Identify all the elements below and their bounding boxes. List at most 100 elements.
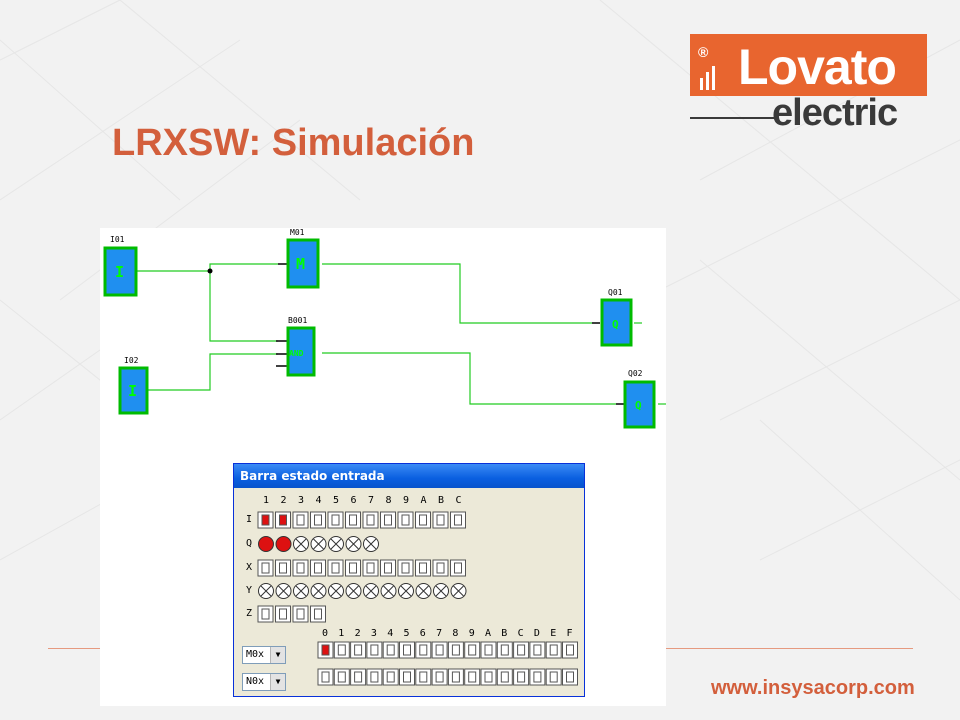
select-value: M0x xyxy=(246,649,265,660)
output-lamp xyxy=(450,583,467,599)
chevron-down-icon[interactable]: ▼ xyxy=(270,674,285,690)
input-switch[interactable] xyxy=(431,641,448,659)
block-body xyxy=(118,366,149,415)
input-switch[interactable] xyxy=(529,668,546,686)
input-switch-on[interactable] xyxy=(257,511,274,529)
input-switch[interactable] xyxy=(562,641,578,659)
logo-reg: ® xyxy=(698,44,709,60)
input-switch[interactable] xyxy=(257,559,274,577)
input-switch[interactable] xyxy=(431,668,448,686)
column-header: 8 xyxy=(385,495,392,506)
output-lamp xyxy=(328,536,344,552)
output-lamp xyxy=(310,536,327,552)
input-switch[interactable] xyxy=(382,668,399,686)
input-switch[interactable] xyxy=(366,641,383,659)
input-switch[interactable] xyxy=(362,559,379,577)
row-label: Z xyxy=(246,608,253,619)
input-switch[interactable] xyxy=(464,641,481,659)
output-lamp xyxy=(328,583,344,599)
divider-right xyxy=(585,648,913,649)
input-switch[interactable] xyxy=(397,511,414,529)
input-switch[interactable] xyxy=(257,605,274,623)
block-Q01[interactable]: Q01 Q xyxy=(600,288,633,347)
column-header: C xyxy=(517,628,524,639)
input-switch[interactable] xyxy=(292,559,309,577)
output-lamp xyxy=(398,583,414,599)
input-switch[interactable] xyxy=(415,641,432,659)
input-switch[interactable] xyxy=(380,559,396,577)
input-switch[interactable] xyxy=(480,668,497,686)
input-switch[interactable] xyxy=(562,668,578,686)
input-switch[interactable] xyxy=(399,641,415,659)
input-switch[interactable] xyxy=(450,559,466,577)
column-header: 8 xyxy=(452,628,459,639)
column-header: 3 xyxy=(370,628,377,639)
chevron-down-icon[interactable]: ▼ xyxy=(270,647,285,663)
output-lamp xyxy=(258,583,274,599)
input-switch[interactable] xyxy=(292,511,309,529)
input-switch[interactable] xyxy=(327,559,344,577)
input-switch[interactable] xyxy=(450,511,466,529)
column-header: A xyxy=(420,495,427,506)
select-value: N0x xyxy=(246,676,265,687)
block-Q02[interactable]: Q02 Q xyxy=(623,369,656,429)
input-switch[interactable] xyxy=(317,668,334,686)
input-switch[interactable] xyxy=(447,641,464,659)
output-lamp xyxy=(363,583,379,599)
input-switch-on[interactable] xyxy=(275,511,291,529)
input-switch[interactable] xyxy=(415,511,431,529)
block-M01[interactable]: M01 M xyxy=(286,228,320,289)
input-switch-on[interactable] xyxy=(317,641,334,659)
input-switch[interactable] xyxy=(382,641,399,659)
input-switch[interactable] xyxy=(513,641,530,659)
column-header: 9 xyxy=(468,628,475,639)
input-switch[interactable] xyxy=(513,668,530,686)
logo-underline xyxy=(690,117,774,119)
column-header: 5 xyxy=(403,628,410,639)
status-grid[interactable] xyxy=(234,488,584,696)
block-B001[interactable]: B001 AND xyxy=(286,316,316,377)
block-label: I02 xyxy=(124,356,139,365)
input-switch[interactable] xyxy=(275,605,291,623)
input-switch[interactable] xyxy=(310,605,326,623)
input-switch[interactable] xyxy=(327,511,344,529)
input-switch[interactable] xyxy=(275,559,291,577)
input-switch[interactable] xyxy=(333,668,350,686)
block-I02[interactable]: I02 I xyxy=(118,356,149,415)
input-switch[interactable] xyxy=(362,511,379,529)
input-switch[interactable] xyxy=(350,641,367,659)
input-switch[interactable] xyxy=(333,641,350,659)
input-switch[interactable] xyxy=(415,668,432,686)
input-switch[interactable] xyxy=(345,511,361,529)
input-switch[interactable] xyxy=(545,668,562,686)
input-switch[interactable] xyxy=(415,559,431,577)
input-switch[interactable] xyxy=(310,511,326,529)
row-label: Q xyxy=(246,538,253,549)
select-n0x[interactable]: N0x ▼ xyxy=(242,673,286,691)
input-switch[interactable] xyxy=(380,511,396,529)
slide-title: LRXSW: Simulación xyxy=(112,122,475,164)
input-switch[interactable] xyxy=(397,559,414,577)
input-switch[interactable] xyxy=(399,668,415,686)
column-header: 6 xyxy=(419,628,426,639)
block-label: M01 xyxy=(290,228,305,237)
input-switch[interactable] xyxy=(432,511,449,529)
input-switch[interactable] xyxy=(447,668,464,686)
input-switch[interactable] xyxy=(432,559,449,577)
input-switch[interactable] xyxy=(350,668,367,686)
input-switch[interactable] xyxy=(496,668,513,686)
input-switch[interactable] xyxy=(292,605,309,623)
input-switch[interactable] xyxy=(545,641,562,659)
block-symbol: M xyxy=(296,255,305,273)
row-label: I xyxy=(246,514,253,525)
input-switch[interactable] xyxy=(345,559,361,577)
input-switch[interactable] xyxy=(496,641,513,659)
input-switch[interactable] xyxy=(529,641,546,659)
select-m0x[interactable]: M0x ▼ xyxy=(242,646,286,664)
input-switch[interactable] xyxy=(310,559,326,577)
block-I01[interactable]: I01 I xyxy=(103,235,138,297)
input-switch[interactable] xyxy=(464,668,481,686)
input-switch[interactable] xyxy=(480,641,497,659)
input-switch[interactable] xyxy=(366,668,383,686)
